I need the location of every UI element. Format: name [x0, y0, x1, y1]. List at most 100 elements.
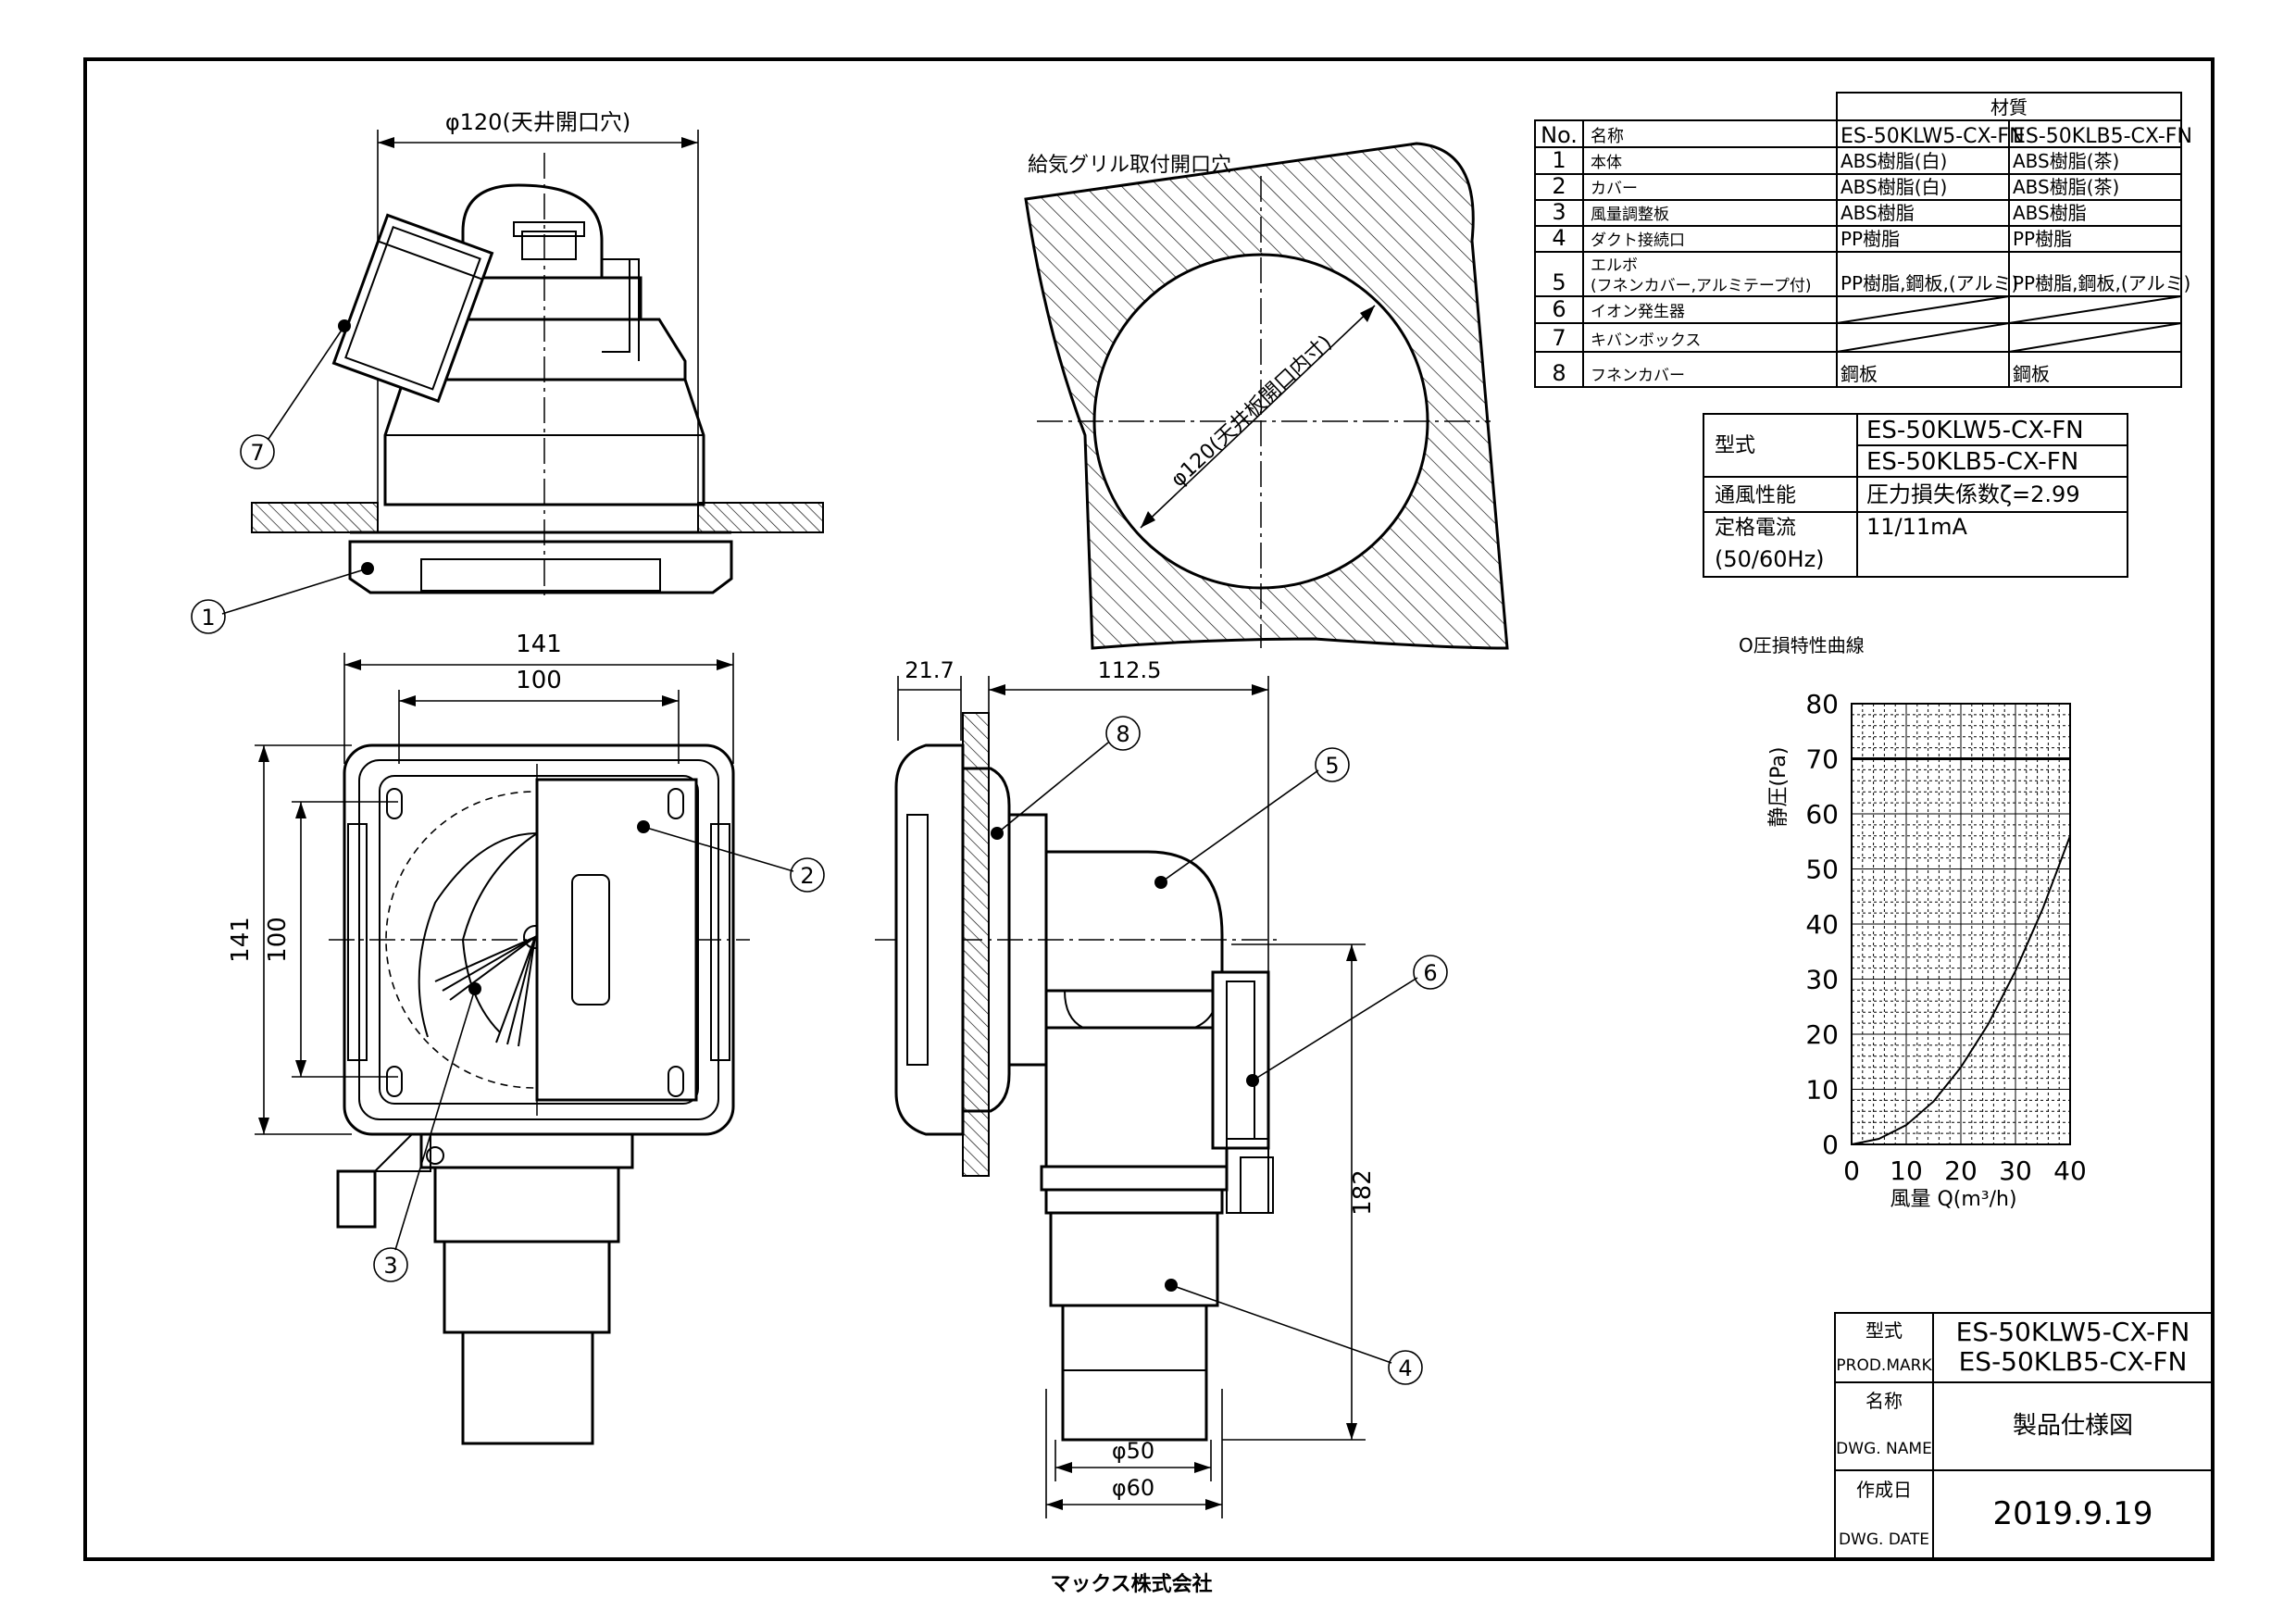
callout-5 [1315, 747, 1350, 782]
svg-text:ES-50KLW5-CX-FN: ES-50KLW5-CX-FN [1956, 1317, 2190, 1347]
svg-text:PROD.MARK: PROD.MARK [1836, 1356, 1932, 1375]
mat-cell-na [2008, 295, 2182, 324]
mat-row-name: イオン発生器 [1591, 303, 1685, 321]
callout-6 [1413, 955, 1448, 990]
dim-inner-height: 100 [264, 917, 292, 963]
side-flange [894, 743, 965, 1136]
callout-8 [1105, 716, 1141, 751]
mat-row-material-b: PP樹脂 [2013, 228, 2072, 250]
svg-text:圧力損失係数ζ=2.99: 圧力損失係数ζ=2.99 [1866, 481, 2080, 507]
svg-text:4: 4 [1398, 1355, 1412, 1381]
svg-text:ES-50KLB5-CX-FN: ES-50KLB5-CX-FN [2013, 125, 2192, 148]
mat-row-material-b: ABS樹脂(茶) [2013, 176, 2119, 198]
chart-ytick: 30 [1805, 965, 1839, 995]
dim-depth: 112.5 [1098, 657, 1162, 683]
dim-d60: φ60 [1112, 1475, 1154, 1501]
mat-row-no: 6 [1552, 296, 1566, 322]
svg-text:定格電流: 定格電流 [1715, 517, 1796, 540]
title-block: 型式 PROD.MARK ES-50KLW5-CX-FN ES-50KLB5-C… [1834, 1312, 2214, 1560]
side-view: 21.7 112.5 182 φ50 φ60 [875, 657, 1448, 1518]
mat-row-name: フネンカバー [1591, 367, 1685, 385]
svg-text:通風性能: 通風性能 [1715, 484, 1796, 507]
mat-row-no: 1 [1552, 147, 1566, 173]
mat-row-name: エルボ [1591, 256, 1638, 275]
svg-text:No.: No. [1541, 122, 1578, 148]
mat-row-no: 5 [1552, 269, 1566, 295]
sheet-border [83, 57, 2215, 1561]
svg-text:(50/60Hz): (50/60Hz) [1715, 546, 1825, 572]
side-duct [1061, 1304, 1208, 1442]
mat-row-material-b: ABS樹脂(茶) [2013, 150, 2119, 172]
svg-text:2: 2 [800, 863, 814, 889]
mat-row-name: カバー [1591, 180, 1638, 198]
ceiling-board-right [697, 502, 824, 533]
chart-ytick: 50 [1805, 855, 1839, 885]
chart-ytick: 40 [1805, 909, 1839, 940]
chart-ytick: 20 [1805, 1019, 1839, 1050]
chart-xtick: 0 [1843, 1156, 1860, 1186]
chart-title: O圧損特性曲線 [1739, 634, 1865, 656]
chart-xtick: 20 [1944, 1156, 1978, 1186]
callout-7 [240, 434, 275, 469]
materials-table: 材質 No. 名称 ES-50KLW5-CX-FN ES-50KLB5-CX-F… [1534, 92, 2192, 388]
svg-text:ES-50KLB5-CX-FN: ES-50KLB5-CX-FN [1959, 1346, 2188, 1377]
dim-outer-height: 141 [227, 917, 255, 963]
callout-3 [373, 1247, 408, 1282]
chart-xtick: 10 [1890, 1156, 1923, 1186]
chart-ytick: 80 [1805, 689, 1839, 719]
dim-outer-width: 141 [516, 631, 562, 658]
company-name: マックス株式会社 [1050, 1572, 1212, 1596]
side-ceiling-board [962, 712, 990, 1177]
chart-ytick: 10 [1805, 1075, 1839, 1106]
svg-text:5: 5 [1325, 753, 1339, 779]
front-duct [461, 1330, 594, 1445]
mat-row-material-a: 鋼板 [1841, 363, 1878, 385]
side-elbow [1044, 850, 1224, 993]
materials-header: 材質 [1990, 96, 2028, 119]
mat-row-no: 2 [1552, 173, 1566, 199]
mat-row-material-a: ABS樹脂 [1841, 202, 1915, 224]
svg-text:型式: 型式 [1715, 434, 1755, 457]
mat-cell-na [2008, 322, 2182, 353]
chart-xtick: 30 [1999, 1156, 2032, 1186]
bottom-flange [348, 540, 733, 594]
ceiling-opening-title: 給気グリル取付開口穴 [1028, 154, 1231, 177]
callout-2 [790, 857, 825, 893]
chart-series-line [1851, 835, 2071, 1145]
svg-text:11/11mA: 11/11mA [1866, 514, 1968, 540]
drawing-date: 2019.9.19 [1992, 1495, 2152, 1532]
mat-row-material-a: ABS樹脂(白) [1841, 150, 1947, 172]
spec-table: 型式 ES-50KLW5-CX-FN ES-50KLB5-CX-FN 通風性能 … [1703, 413, 2128, 578]
chart-ylabel: 静圧(Pa) [1767, 747, 1791, 828]
mat-cell-na [1836, 295, 2010, 324]
svg-text:名称: 名称 [1866, 1390, 1903, 1412]
svg-text:DWG. NAME: DWG. NAME [1836, 1440, 1932, 1458]
side-ion-box [1211, 970, 1270, 1150]
mat-row-no: 8 [1552, 360, 1566, 386]
ceiling-opening-view: 給気グリル取付開口穴 φ120(天井板開口内寸) [1024, 142, 1509, 650]
svg-text:6: 6 [1423, 960, 1437, 986]
chart-xlabel: 風量 Q(m³/h) [1890, 1188, 2016, 1211]
mat-row-material-a: PP樹脂,鋼板,(アルミ) [1841, 272, 2018, 294]
dim-inner-width: 100 [516, 667, 562, 694]
chart-ytick: 70 [1805, 744, 1839, 775]
dim-opening-label: φ120(天井開口穴) [445, 109, 630, 135]
mat-row-material-b: ABS樹脂 [2013, 202, 2087, 224]
dim-flange: 21.7 [905, 657, 954, 683]
mat-row-material-b: 鋼板 [2013, 363, 2050, 385]
mat-row-no: 4 [1552, 225, 1566, 251]
mat-cell-na [1836, 322, 2010, 353]
chart-ytick: 0 [1822, 1130, 1839, 1160]
callout-4 [1388, 1350, 1423, 1385]
drawing-name: 製品仕様図 [2013, 1412, 2133, 1440]
mat-row-material-b: PP樹脂,鋼板,(アルミ) [2013, 272, 2190, 294]
svg-text:ES-50KLW5-CX-FN: ES-50KLW5-CX-FN [1866, 417, 2084, 444]
svg-text:ES-50KLB5-CX-FN: ES-50KLB5-CX-FN [1866, 448, 2078, 476]
front-view: 141 100 141 100 [227, 631, 825, 1445]
ceiling-board-left [251, 502, 379, 533]
svg-text:1: 1 [201, 605, 215, 631]
mat-row-name-sub: (フネンカバー,アルミテープ付) [1591, 277, 1811, 295]
mat-row-name: ダクト接続口 [1591, 231, 1685, 250]
svg-text:7: 7 [250, 440, 264, 466]
